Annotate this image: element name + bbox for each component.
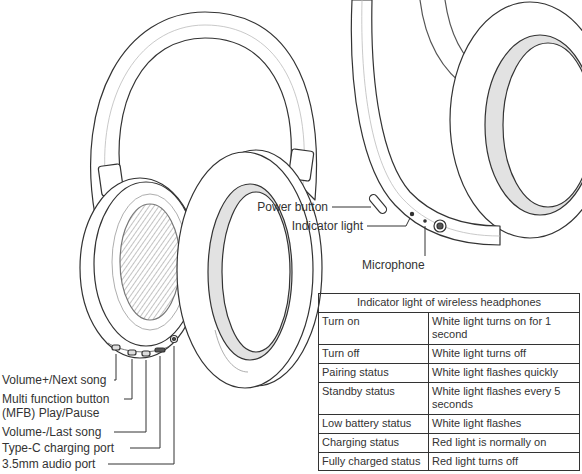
- table-rule: [318, 312, 580, 313]
- leader-lines: [124, 359, 132, 399]
- leader-lines: [332, 207, 371, 208]
- headphones-illustration: [80, 0, 582, 464]
- table-cell: Fully charged status: [318, 452, 428, 471]
- table-rule: [318, 382, 580, 383]
- earcup-detail: [351, 0, 500, 245]
- table-rule: [318, 433, 580, 434]
- leader-lines: [114, 354, 116, 380]
- leader-lines: [108, 346, 174, 464]
- table-rule: [318, 363, 580, 364]
- table-cell: White light flashes quickly: [428, 363, 580, 382]
- button-label: Power button: [257, 200, 328, 214]
- table-rule: [428, 312, 429, 471]
- audio-jack: [171, 336, 178, 343]
- microphone-hole: [424, 220, 426, 222]
- table-cell: White light turns off: [428, 344, 580, 363]
- right-earcup: [222, 192, 290, 352]
- table-cell: Turn off: [318, 344, 428, 363]
- earcup-detail: [362, 0, 500, 236]
- button-label: Multi function button (MFB) Play/Pause: [2, 392, 128, 420]
- leader-lines: [114, 360, 146, 432]
- table-cell: Pairing status: [318, 363, 428, 382]
- table-border: [319, 294, 580, 471]
- left-earcup: [120, 204, 180, 320]
- right-earcup: [177, 152, 313, 388]
- microphone-label: Microphone: [362, 258, 425, 272]
- table-cell: Turn on: [318, 312, 428, 344]
- table-cell: Red light is normally on: [428, 433, 580, 452]
- table-cell: Standby status: [318, 382, 428, 414]
- button-label: Volume+/Next song: [2, 373, 106, 387]
- table-cell: White light flashes every 5 seconds: [428, 382, 580, 414]
- button-label: Volume-/Last song: [2, 425, 101, 439]
- earcup-detail: [503, 43, 582, 207]
- right-earcup: [177, 150, 322, 388]
- earcup-detail: [351, 0, 582, 245]
- earcup-detail: [450, 2, 582, 238]
- leader-lines: [108, 346, 174, 464]
- table-rule: [318, 452, 580, 453]
- mfb-button: [128, 350, 136, 355]
- volume-down-button: [142, 351, 150, 356]
- table-cell: Low battery status: [318, 414, 428, 433]
- table-cell: White light flashes: [428, 414, 580, 433]
- table-cell: White light turns on for 1 second: [428, 312, 580, 344]
- leader-lines: [130, 356, 160, 448]
- table-heading: Indicator light of wireless headphones: [318, 293, 580, 312]
- type-c-port: [155, 348, 165, 352]
- indicator-light: [410, 212, 413, 215]
- earcup-detail: [485, 35, 582, 215]
- left-earcup: [173, 338, 176, 341]
- earcup-detail: [437, 223, 443, 229]
- port-label: Type-C charging port: [2, 441, 114, 455]
- table-cell: Charging status: [318, 433, 428, 452]
- audio-jack: [434, 220, 446, 232]
- table-cell: Red light turns off: [428, 452, 580, 471]
- leader-lines: [367, 218, 410, 226]
- volume-up-button: [112, 345, 120, 350]
- table-rule: [318, 344, 580, 345]
- table-rule: [318, 414, 580, 415]
- port-label: 3.5mm audio port: [2, 457, 95, 471]
- leader-lines: [425, 226, 426, 256]
- power-button: [368, 193, 388, 215]
- right-earcup: [215, 330, 248, 372]
- left-earcup: [108, 343, 170, 352]
- light-label: Indicator light: [292, 219, 363, 233]
- table-grid: [318, 294, 580, 472]
